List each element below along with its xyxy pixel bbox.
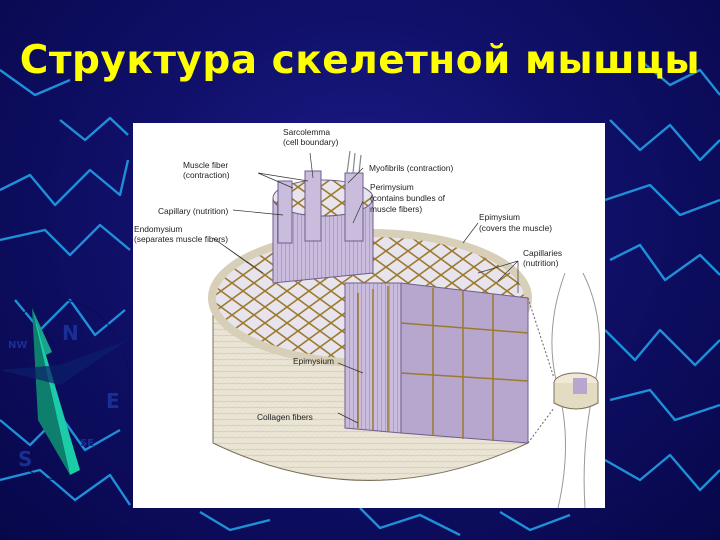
- muscle-structure-figure: Sarcolemma (cell boundary) Muscle fiber …: [133, 123, 605, 508]
- cutaway-section: [344, 282, 529, 444]
- compass-letter-n: N: [62, 321, 79, 345]
- label-endomysium-desc: (separates muscle fibers): [134, 234, 228, 244]
- compass-needle: [32, 308, 80, 475]
- compass-letter-e: E: [106, 389, 120, 413]
- label-epimysium: Epimysium: [293, 356, 334, 366]
- fascicle-bundles: [272, 150, 374, 284]
- compass-letter-se: SE: [80, 438, 94, 449]
- leg-outline-inset: [527, 272, 600, 508]
- label-endomysium: Endomysium: [134, 224, 182, 234]
- label-perimysium: Perimysium: [370, 182, 414, 192]
- compass-needle-north: [32, 308, 52, 355]
- label-perimysium-desc1: (contains bundles of: [370, 193, 446, 203]
- label-capillary: Capillary (nutrition): [158, 206, 228, 216]
- label-myofibrils: Myofibrils (contraction): [369, 163, 453, 173]
- label-epimysium-right-desc: (covers the muscle): [479, 223, 552, 233]
- label-muscle-fiber-desc: (contraction): [183, 170, 230, 180]
- label-capillaries-desc: (nutrition): [523, 258, 559, 268]
- label-epimysium-right: Epimysium: [479, 212, 520, 222]
- label-collagen-fibers: Collagen fibers: [257, 412, 313, 422]
- muscle-illustration: Sarcolemma (cell boundary) Muscle fiber …: [134, 127, 600, 508]
- label-capillaries: Capillaries: [523, 248, 562, 258]
- label-sarcolemma: Sarcolemma: [283, 127, 330, 137]
- label-sarcolemma-desc: (cell boundary): [283, 137, 339, 147]
- label-perimysium-desc2: muscle fibers): [370, 204, 422, 214]
- slide-title: Структура скелетной мышцы: [19, 38, 701, 83]
- compass-letter-nw: NW: [8, 340, 27, 351]
- compass-letter-s: S: [18, 447, 32, 471]
- label-muscle-fiber: Muscle fiber: [183, 160, 228, 170]
